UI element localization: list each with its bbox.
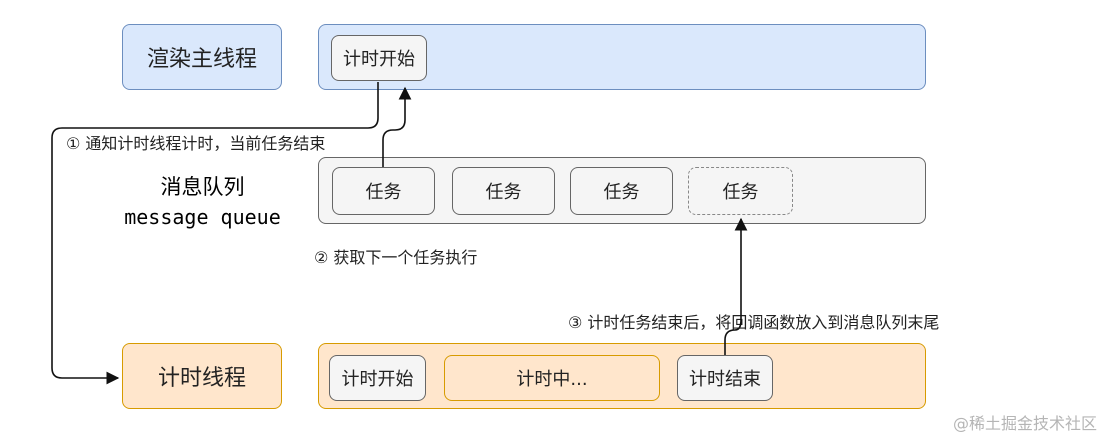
message-queue-title: 消息队列 message queue bbox=[110, 172, 295, 232]
queue-task-1: 任务 bbox=[332, 167, 435, 215]
arrow-notify-timer bbox=[51, 82, 379, 385]
arrow-callback-to-queue bbox=[724, 217, 748, 355]
watermark: @稀土掘金技术社区 bbox=[952, 414, 1097, 433]
queue-task-2: 任务 bbox=[452, 167, 555, 215]
timer-start-task: 计时开始 bbox=[329, 355, 426, 401]
timer-thread-label: 计时线程 bbox=[122, 343, 282, 409]
step3-note: ③ 计时任务结束后，将回调函数放入到消息队列末尾 bbox=[568, 313, 940, 332]
render-thread-label: 渲染主线程 bbox=[122, 24, 282, 90]
message-queue-title-cn: 消息队列 bbox=[160, 175, 245, 199]
timer-end-task: 计时结束 bbox=[677, 355, 773, 401]
step1-note: ① 通知计时线程计时，当前任务结束 bbox=[66, 134, 326, 153]
queue-task-3: 任务 bbox=[570, 167, 673, 215]
message-queue-title-en: message queue bbox=[124, 205, 281, 229]
render-timer-start-task: 计时开始 bbox=[331, 35, 427, 81]
arrow-fetch-next-task bbox=[382, 86, 412, 167]
queue-task-new: 任务 bbox=[688, 167, 793, 215]
timer-running-task: 计时中... bbox=[444, 355, 660, 401]
step2-note: ② 获取下一个任务执行 bbox=[314, 248, 478, 267]
